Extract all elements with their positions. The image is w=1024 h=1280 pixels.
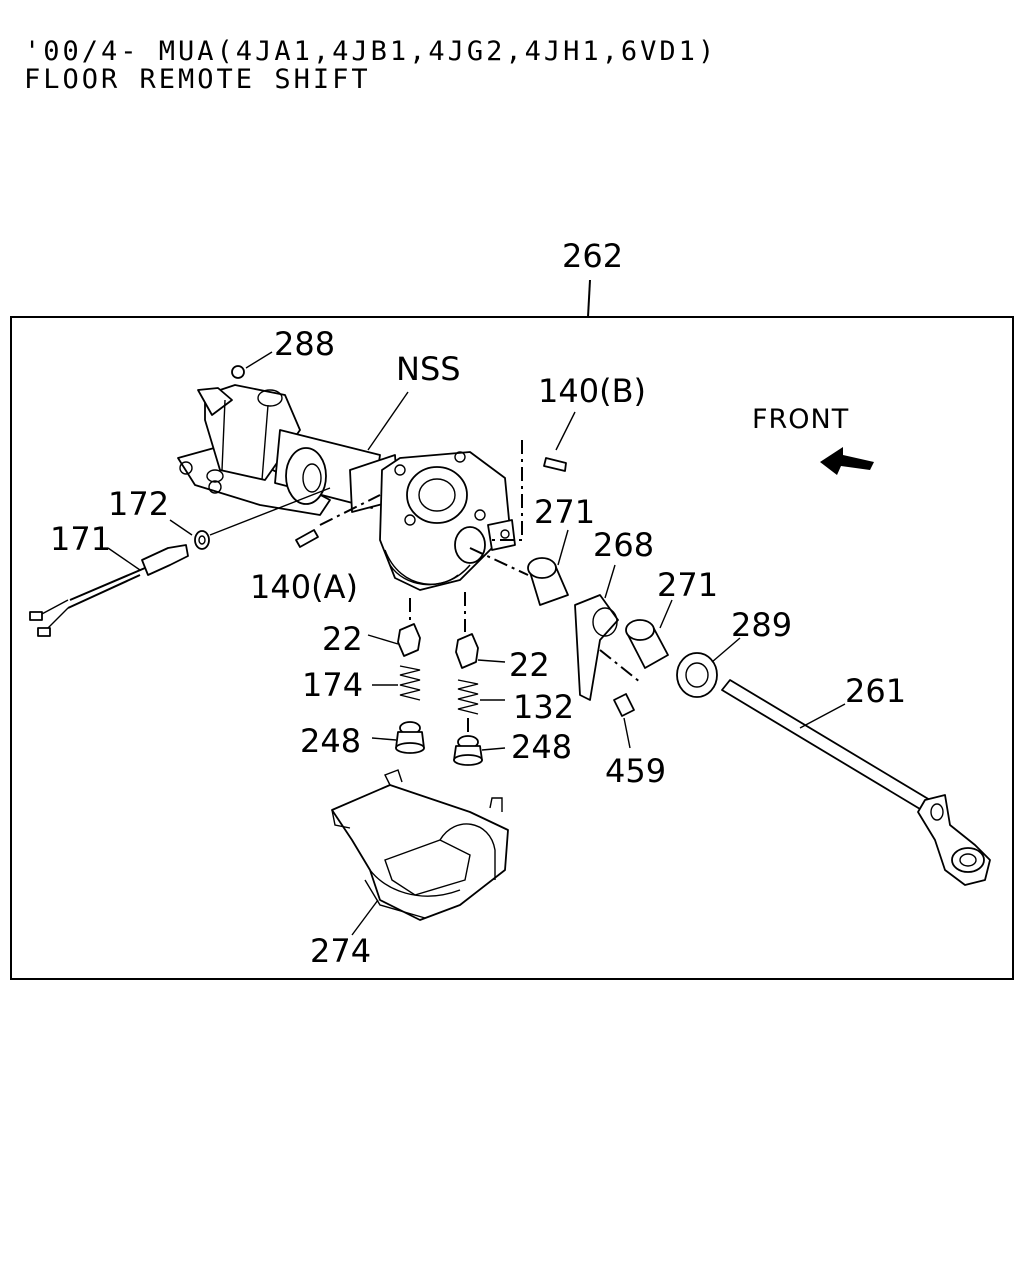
leader-262 <box>587 279 591 318</box>
callout-140b: 140(B) <box>538 372 646 410</box>
callout-172: 172 <box>108 485 169 523</box>
part-459-pin <box>613 693 635 717</box>
leader-274 <box>351 899 379 936</box>
callout-271-upper: 271 <box>534 493 595 531</box>
front-arrow-icon <box>820 447 874 475</box>
leader-140b <box>555 411 576 451</box>
part-140a-pin <box>295 529 319 548</box>
callout-248-left: 248 <box>300 722 361 760</box>
part-261-shift-rod <box>721 679 991 886</box>
part-22-detent-right <box>455 633 479 669</box>
leader-459 <box>623 717 631 749</box>
part-22-detent-left <box>397 623 421 657</box>
callout-288: 288 <box>274 325 335 363</box>
part-248-plug-left <box>395 721 425 754</box>
alignment-line-459 <box>599 649 641 683</box>
part-140b-pin <box>543 457 567 472</box>
callout-289: 289 <box>731 606 792 644</box>
callout-22-left: 22 <box>322 620 363 658</box>
alignment-line-140a <box>319 494 381 526</box>
part-274-bracket <box>331 769 509 921</box>
assembly-frame <box>10 316 1014 980</box>
callout-459: 459 <box>605 752 666 790</box>
part-132-spring <box>457 679 479 715</box>
leader-172 <box>169 519 193 536</box>
leader-289 <box>711 637 741 663</box>
callout-268: 268 <box>593 526 654 564</box>
callout-171: 171 <box>50 520 111 558</box>
part-271-bushing-lower <box>625 619 669 669</box>
leader-271-upper <box>557 529 569 566</box>
leader-22-right <box>477 659 506 663</box>
callout-274: 274 <box>310 932 371 970</box>
callout-22-right: 22 <box>509 646 550 684</box>
callout-174: 174 <box>302 666 363 704</box>
leader-261 <box>799 703 846 729</box>
alignment-line-shaft <box>469 547 529 576</box>
alignment-line-140b <box>490 440 523 541</box>
leader-22-left <box>367 634 399 645</box>
leader-288 <box>245 351 273 369</box>
header-model-line: '00/4- MUA(4JA1,4JB1,4JG2,4JH1,6VD1) <box>24 36 718 67</box>
callout-262: 262 <box>562 237 623 275</box>
header-title: FLOOR REMOTE SHIFT <box>24 64 371 95</box>
leader-171 <box>107 547 141 571</box>
front-label: FRONT <box>752 404 849 435</box>
part-172-washer <box>194 530 210 550</box>
callout-261: 261 <box>845 672 906 710</box>
neutral-safety-switch <box>197 384 301 481</box>
leader-248-left <box>371 737 397 741</box>
leader-248-right <box>481 747 506 751</box>
part-174-spring <box>399 665 421 701</box>
part-268-joint <box>574 594 619 701</box>
callout-140a: 140(A) <box>250 568 358 606</box>
alignment-line-172 <box>209 487 331 536</box>
leader-268 <box>604 564 616 599</box>
part-288-ball <box>231 365 245 379</box>
shift-lever-housing <box>379 451 516 591</box>
part-289-bearing <box>676 652 718 698</box>
callout-nss: NSS <box>396 350 461 388</box>
callout-132: 132 <box>513 688 574 726</box>
callout-271-lower: 271 <box>657 566 718 604</box>
leader-nss <box>367 391 409 451</box>
part-271-bushing-upper <box>527 557 569 606</box>
part-171-switch <box>29 544 189 637</box>
leader-271-lower <box>659 599 673 629</box>
part-248-plug-right <box>453 735 483 766</box>
callout-248-right: 248 <box>511 728 572 766</box>
